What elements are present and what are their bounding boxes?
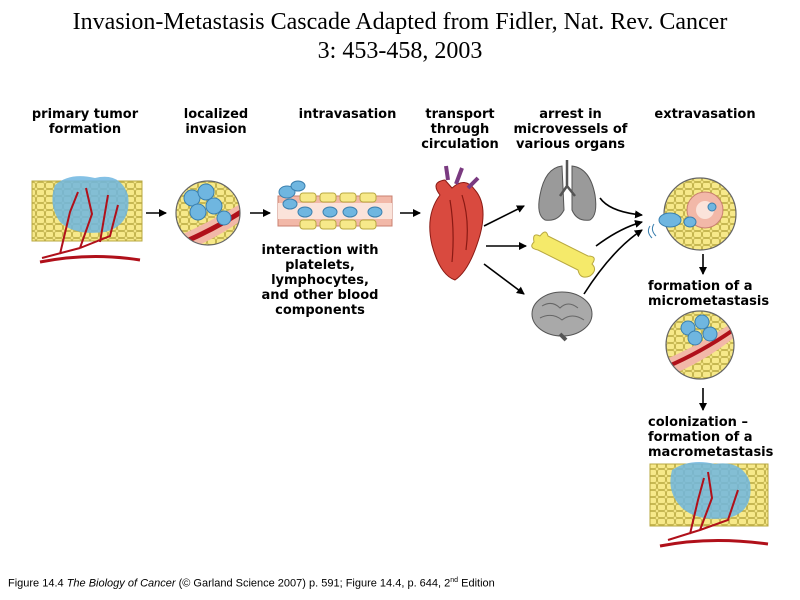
primary-tumor-illustration [31, 176, 143, 264]
bone-illustration [531, 231, 596, 278]
intravasation-illustration [277, 180, 393, 230]
label-line: platelets, lymphocytes, [271, 258, 369, 288]
heart-illustration [429, 165, 484, 281]
label-line: various organs [516, 137, 625, 152]
label-arrest-in-microvessels: arrest in microvessels of various organs [508, 107, 633, 152]
label-line: formation of a [648, 430, 753, 445]
label-transport-through-circulation: transport through circulation [410, 107, 510, 152]
brain-illustration [531, 291, 593, 342]
label-line: micrometastasis [648, 294, 770, 309]
lungs-illustration [538, 160, 597, 221]
label-line: components [275, 303, 365, 318]
caption-suffix: Edition [458, 577, 495, 590]
arrow-lungs-to-extravasation-icon [599, 197, 643, 219]
label-line: circulation [421, 137, 499, 152]
caption-superscript: nd [450, 577, 459, 584]
label-line: invasion [185, 122, 247, 137]
label-localized-invasion: localized invasion [166, 107, 266, 137]
slide-title: Invasion-Metastasis Cascade Adapted from… [0, 8, 800, 66]
label-line: microvessels of [513, 122, 628, 137]
localized-invasion-illustration [175, 180, 241, 246]
arrow-brain-to-extravasation-icon [583, 229, 643, 295]
label-primary-tumor-formation: primary tumor formation [20, 107, 150, 137]
arrow-bone-to-extravasation-icon [595, 219, 643, 247]
label-line: localized [183, 107, 249, 122]
micrometastasis-illustration [665, 310, 735, 380]
caption-source: (© Garland Science 2007) p. 591; Figure … [175, 577, 451, 590]
title-line-1: Invasion-Metastasis Cascade Adapted from… [72, 9, 728, 35]
label-line: through [430, 122, 490, 137]
label-colonization-macrometastasis: colonization – formation of a macrometas… [648, 415, 773, 460]
label-line: formation of a [648, 279, 753, 294]
figure-caption: Figure 14.4 The Biology of Cancer (© Gar… [8, 577, 495, 590]
macrometastasis-illustration [649, 462, 769, 548]
label-line: primary tumor [31, 107, 139, 122]
label-line: arrest in [539, 107, 602, 122]
caption-prefix: Figure 14.4 [8, 577, 67, 590]
label-line: colonization – [648, 415, 748, 430]
caption-book-title: The Biology of Cancer [66, 577, 176, 590]
label-extravasation: extravasation [645, 107, 765, 122]
label-line: interaction with [261, 243, 379, 258]
blood-vessel [39, 254, 141, 264]
arrow-to-lungs-icon [483, 205, 525, 227]
label-interaction-with-blood-components: interaction with platelets, lymphocytes,… [245, 243, 395, 318]
label-line: formation [48, 122, 122, 137]
label-line: intravasation [298, 107, 397, 122]
title-line-2: 3: 453-458, 2003 [317, 38, 483, 64]
label-line: extravasation [654, 107, 756, 122]
label-intravasation: intravasation [290, 107, 405, 122]
label-line: macrometastasis [648, 445, 774, 460]
label-line: and other blood [261, 288, 379, 303]
flow-arrows [146, 197, 707, 411]
label-formation-of-micrometastasis: formation of a micrometastasis [648, 279, 769, 309]
extravasation-illustration [647, 177, 737, 251]
label-line: transport [425, 107, 495, 122]
arrow-to-brain-icon [483, 263, 525, 295]
